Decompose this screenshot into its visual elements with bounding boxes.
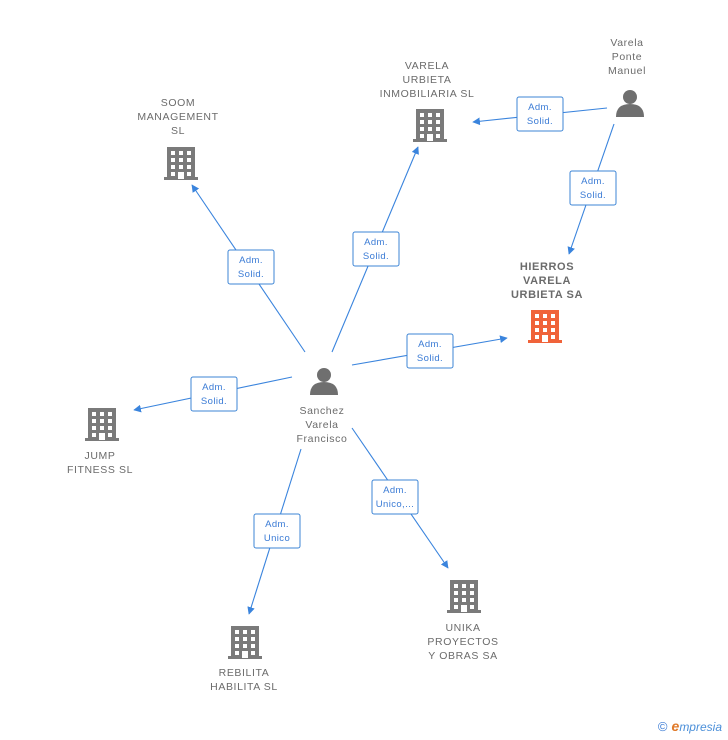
- edge-label[interactable]: Adm. Solid.: [352, 231, 400, 267]
- node-label: Ponte: [612, 51, 642, 63]
- edge-label-text: Solid.: [580, 190, 606, 201]
- edge-label-text: Solid.: [527, 116, 553, 127]
- node-label: JUMP: [85, 450, 116, 462]
- node-label: HIERROS: [520, 261, 574, 273]
- edges-layer: Adm. Solid. Adm. Solid. Adm. Solid. Adm. Solid.…: [133, 96, 617, 615]
- node-label: HABILITA SL: [210, 681, 278, 693]
- node-label: Y OBRAS SA: [428, 650, 497, 662]
- edge-label-text: Solid.: [238, 269, 264, 280]
- edge-label-text: Adm.: [418, 339, 442, 350]
- edge-label-box: [190, 376, 238, 412]
- building-icon: [528, 310, 562, 343]
- edge-sanchez-to-hierros: Adm. Solid.: [351, 333, 508, 369]
- edge-label-text: Solid.: [201, 396, 227, 407]
- node-label: Varela: [305, 419, 338, 431]
- node-varela_urbieta[interactable]: VARELA URBIETA INMOBILIARIA SL: [380, 60, 475, 142]
- edge-varela_ponte-to-hierros: Adm. Solid.: [567, 123, 617, 255]
- node-label: UNIKA: [445, 622, 480, 634]
- edge-label-text: Adm.: [581, 176, 605, 187]
- node-label: Francisco: [297, 433, 348, 445]
- edge-sanchez-to-varela_urbieta: Adm. Solid.: [331, 146, 419, 353]
- edge-label-text: Adm.: [239, 255, 263, 266]
- building-icon: [447, 580, 481, 613]
- node-label: Sanchez: [299, 405, 344, 417]
- node-label: MANAGEMENT: [137, 111, 218, 123]
- edge-label-text: Adm.: [528, 102, 552, 113]
- node-label: SL: [171, 125, 185, 137]
- node-hierros[interactable]: HIERROS VARELA URBIETA SA: [511, 261, 583, 343]
- edge-label-text: Solid.: [363, 251, 389, 262]
- person-icon: [616, 90, 644, 117]
- node-label: PROYECTOS: [427, 636, 498, 648]
- edge-label-box: [352, 231, 400, 267]
- edge-label-box: [371, 479, 419, 515]
- node-jump[interactable]: JUMP FITNESS SL: [67, 408, 133, 476]
- node-label: FITNESS SL: [67, 464, 133, 476]
- edge-label-text: Adm.: [265, 519, 289, 530]
- edge-label[interactable]: Adm. Unico,...: [371, 479, 419, 515]
- node-label: SOOM: [161, 97, 196, 109]
- edge-label[interactable]: Adm. Solid.: [516, 96, 564, 132]
- edge-label-box: [227, 249, 275, 285]
- edge-label-box: [253, 513, 301, 549]
- building-icon: [413, 109, 447, 142]
- building-icon: [164, 147, 198, 180]
- edge-label-box: [516, 96, 564, 132]
- edge-label[interactable]: Adm. Solid.: [569, 170, 617, 206]
- node-label: URBIETA: [403, 74, 452, 86]
- edge-label[interactable]: Adm. Unico: [253, 513, 301, 549]
- nodes-layer: SanchezVarelaFranciscoVarelaPonteManuelH…: [67, 37, 646, 693]
- copyright-symbol: ©: [657, 718, 668, 734]
- edge-label-text: Solid.: [417, 353, 443, 364]
- node-label: Varela: [610, 37, 643, 49]
- edge-sanchez-to-jump: Adm. Solid.: [133, 376, 293, 413]
- edge-label-text: Adm.: [364, 237, 388, 248]
- edge-label[interactable]: Adm. Solid.: [190, 376, 238, 412]
- node-label: REBILITA: [219, 667, 270, 679]
- node-unika[interactable]: UNIKA PROYECTOS Y OBRAS SA: [427, 580, 498, 662]
- edge-varela_ponte-to-varela_urbieta: Adm. Solid.: [472, 96, 608, 132]
- node-label: INMOBILIARIA SL: [380, 88, 475, 100]
- edge-label-box: [406, 333, 454, 369]
- node-rebilita[interactable]: REBILITA HABILITA SL: [210, 626, 278, 693]
- building-icon: [228, 626, 262, 659]
- edge-label-text: Adm.: [383, 485, 407, 496]
- edge-label[interactable]: Adm. Solid.: [406, 333, 454, 369]
- node-soom[interactable]: SOOM MANAGEMENT SL: [137, 97, 218, 180]
- edge-label-text: Unico: [264, 533, 290, 544]
- edge-sanchez-to-rebilita: Adm. Unico: [247, 448, 302, 615]
- node-label: VARELA: [523, 275, 571, 287]
- node-label: Manuel: [608, 65, 646, 77]
- edge-sanchez-to-soom: Adm. Solid.: [191, 184, 306, 353]
- building-icon: [85, 408, 119, 441]
- edge-label[interactable]: Adm. Solid.: [227, 249, 275, 285]
- node-label: URBIETA SA: [511, 289, 583, 301]
- edge-label-text: Adm.: [202, 382, 226, 393]
- edge-sanchez-to-unika: Adm. Unico,...: [351, 427, 449, 569]
- footer-brand: © empresia: [658, 718, 722, 734]
- edge-label-text: Unico,...: [376, 499, 414, 510]
- person-icon: [310, 368, 338, 395]
- empresia-logo[interactable]: empresia: [671, 718, 722, 734]
- edge-label-box: [569, 170, 617, 206]
- node-label: VARELA: [405, 60, 449, 72]
